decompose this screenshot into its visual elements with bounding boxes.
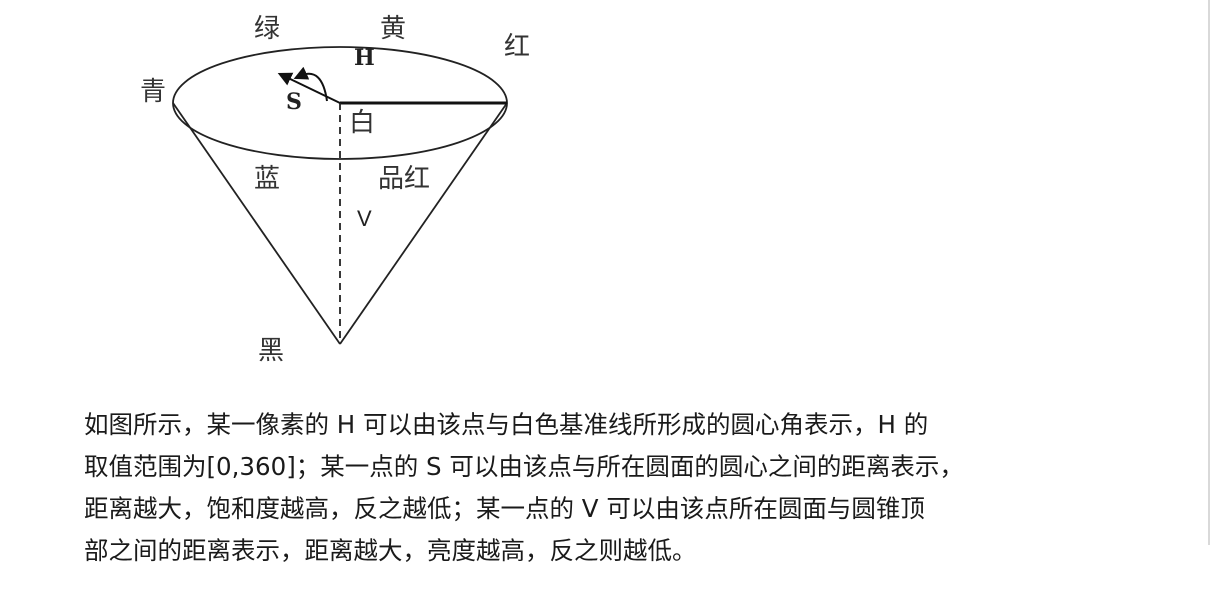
label-yellow: 黄: [380, 14, 406, 44]
label-white: 白: [349, 108, 375, 138]
label-magenta: 品红: [378, 164, 430, 194]
cone-right-edge: [339, 102, 508, 345]
label-black: 黑: [258, 336, 284, 366]
right-border: [1208, 0, 1210, 545]
label-cyan: 青: [140, 77, 166, 107]
hsv-cone-diagram: 绿 黄 红 青 H S 白 蓝 品红 V 黑: [140, 14, 530, 366]
label-saturation: S: [286, 89, 302, 115]
hue-arc: [293, 66, 328, 102]
description-line-2: 取值范围为[0,360]；某一点的 S 可以由该点与所在圆面的圆心之间的距离表示…: [84, 452, 964, 481]
description-line-4: 部之间的距离表示，距离越大，亮度越高，反之则越低。: [84, 536, 697, 565]
description-line-1: 如图所示，某一像素的 H 可以由该点与白色基准线所形成的圆心角表示，H 的: [84, 410, 929, 439]
label-value: V: [357, 206, 372, 231]
description-text: 如图所示，某一像素的 H 可以由该点与白色基准线所形成的圆心角表示，H 的 取值…: [84, 404, 1194, 572]
description-line-3: 距离越大，饱和度越高，反之越低；某一点的 V 可以由该点所在圆面与圆锥顶: [84, 494, 925, 523]
cone-left-edge: [172, 102, 341, 345]
label-hue: H: [354, 45, 375, 71]
label-blue: 蓝: [254, 164, 280, 194]
label-red: 红: [504, 32, 530, 62]
saturation-line: [277, 72, 341, 104]
label-green: 绿: [254, 14, 280, 44]
